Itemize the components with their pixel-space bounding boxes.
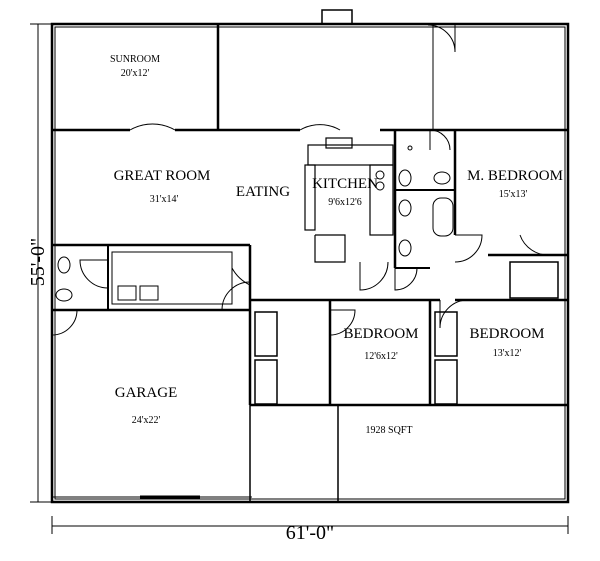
great-room-size: 31'x14' — [150, 194, 179, 205]
room-labels: SUNROOM 20'x12' GREAT ROOM 31'x14' EATIN… — [110, 54, 563, 436]
walls — [50, 9, 570, 504]
bedroom-2-name: BEDROOM — [343, 326, 418, 342]
bedroom-3-size: 13'x12' — [493, 348, 522, 359]
master-bedroom-name: M. BEDROOM — [467, 168, 563, 184]
garage-name: GARAGE — [115, 385, 178, 401]
depth-dimension: 55'-0" — [27, 238, 49, 286]
total-area: 1928 SQFT — [366, 425, 413, 436]
bedroom-2-size: 12'6x12' — [364, 351, 398, 362]
kitchen-name: KITCHEN — [312, 176, 378, 192]
width-dimension: 61'-0" — [286, 522, 334, 544]
sunroom-name: SUNROOM — [110, 54, 160, 65]
sunroom-size: 20'x12' — [121, 68, 150, 79]
master-bedroom-size: 15'x13' — [499, 189, 528, 200]
great-room-name: GREAT ROOM — [114, 168, 211, 184]
fixtures — [55, 145, 454, 302]
dimension-lines — [30, 23, 569, 534]
kitchen-size: 9'6x12'6 — [328, 197, 362, 208]
garage-size: 24'x22' — [132, 415, 161, 426]
bedroom-3-name: BEDROOM — [469, 326, 544, 342]
doors — [51, 24, 551, 336]
eating-name: EATING — [236, 184, 290, 200]
